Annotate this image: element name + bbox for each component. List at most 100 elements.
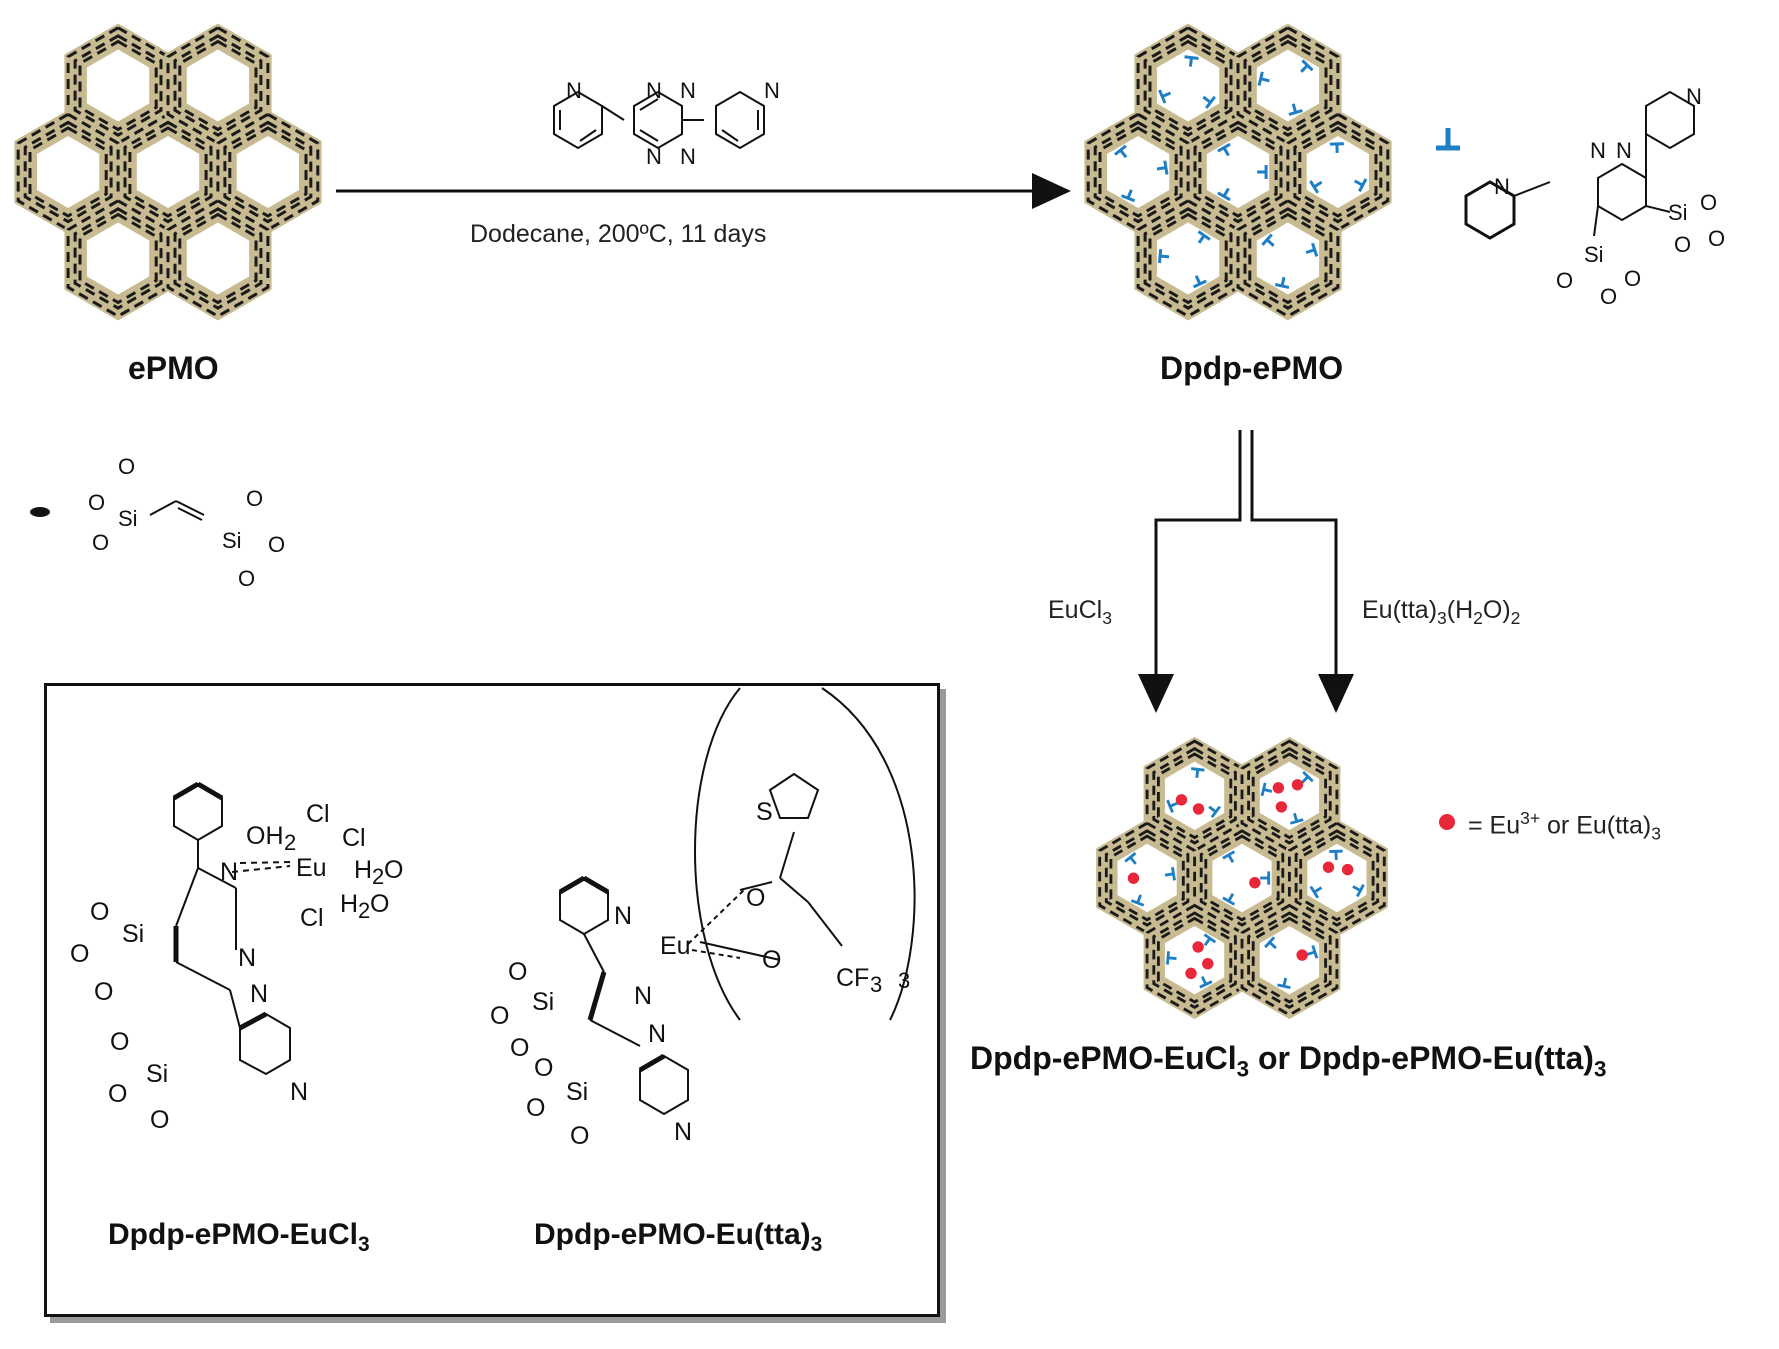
atom-n: N: [250, 980, 268, 1008]
tbar-linker-icon: [1288, 109, 1303, 116]
inset-eutta3-label: Dpdp-ePMO-Eu(tta)3: [534, 1218, 823, 1256]
tbar-linker-icon: [1197, 230, 1211, 241]
pore: [236, 136, 299, 208]
tbar-linker-icon: [1260, 782, 1267, 797]
tbar-linker-icon: [1277, 983, 1291, 990]
atom-o: O: [108, 1080, 127, 1108]
pore: [1307, 843, 1367, 913]
eu-dot-icon: [1192, 941, 1204, 953]
atom-h2o: O: [370, 890, 389, 918]
pore: [186, 222, 250, 295]
subscript: 2: [358, 898, 370, 923]
tbar-linker-icon: [1290, 818, 1304, 825]
atom-si: Si: [146, 1060, 168, 1088]
tbar-linker-icon: [1311, 242, 1319, 257]
atom-si: Si: [1584, 242, 1604, 267]
tbar-linker-icon: [1192, 279, 1207, 289]
branch-eutta3-label: Eu(tta)3(H2O)2: [1362, 596, 1521, 628]
atom-o: O: [90, 898, 109, 926]
tbar-linker-icon: [1217, 191, 1231, 202]
atom-n: N: [290, 1078, 308, 1106]
tbar-linker-icon: [1169, 801, 1179, 808]
atom-o: O: [1700, 190, 1717, 215]
eucl3-complex-molecule: N N N N Eu OH 2 Cl Cl Cl H 2 O H 2 O Si …: [70, 781, 403, 1134]
pore: [136, 136, 200, 208]
atom-o: O: [92, 530, 109, 555]
atom-o: O: [508, 958, 527, 986]
atom-o: O: [526, 1094, 545, 1122]
pore: [86, 222, 150, 295]
tbar-linker-icon: [1200, 975, 1208, 985]
atom-n: N: [680, 78, 696, 103]
tbar-linker-icon: [1280, 276, 1286, 287]
atom-o: O: [510, 1034, 529, 1062]
tbar-linker-icon: [1191, 767, 1205, 772]
tbar-linker-icon: [1282, 977, 1288, 987]
atom-h2o: O: [384, 856, 403, 884]
tbar-linker-icon: [1293, 812, 1299, 822]
tbar-linker-icon: [1124, 851, 1137, 863]
tbar-linker-icon: [1217, 142, 1231, 153]
atom-o: O: [762, 946, 781, 974]
tbar-linker-icon: [1158, 89, 1167, 104]
tbar-linker-icon: [1157, 248, 1163, 264]
tbar-linker-icon: [1268, 941, 1277, 950]
tbar-linker-icon: [1210, 805, 1222, 819]
subscript: 2: [284, 830, 296, 855]
epmo-label: ePMO: [128, 350, 219, 386]
eu-dot-icon: [1296, 949, 1308, 961]
tbar-linker-icon: [1222, 896, 1236, 906]
eu-dot-icon: [1291, 779, 1304, 791]
pore: [1256, 222, 1320, 295]
atom-cl: Cl: [342, 824, 366, 852]
eu-dot-icon: [1272, 782, 1285, 794]
tbar-linker-icon: [1199, 980, 1213, 989]
atom-s: S: [756, 798, 773, 826]
tbar-linker-icon: [1354, 179, 1364, 187]
tbar-linker-icon: [1205, 95, 1216, 109]
pore: [86, 49, 150, 122]
atom-n: N: [1616, 138, 1632, 163]
pore: [1206, 136, 1270, 208]
eutta3-complex-molecule: N Eu N N N S O O CF 3 3 Si O O O Si O O …: [490, 687, 916, 1150]
tetrazine-atom-labels: N N N N N N: [566, 78, 780, 169]
tbar-linker-icon: [1313, 180, 1323, 189]
atom-n: N: [238, 944, 256, 972]
atom-o: O: [490, 1002, 509, 1030]
tbar-linker-icon: [1163, 160, 1169, 175]
atom-si: Si: [1668, 200, 1688, 225]
atom-eu: Eu: [296, 854, 327, 882]
atom-oh2: OH: [246, 822, 284, 850]
tbar-linker-icon: [1311, 945, 1319, 959]
eu-dot-icon: [1341, 863, 1354, 876]
subscript: 3: [898, 968, 910, 993]
eu-dot-icon: [1275, 801, 1288, 813]
branch-eucl3-label: EuCl3: [1048, 596, 1112, 628]
atom-o: O: [746, 884, 765, 912]
atom-n: N: [1494, 174, 1510, 199]
atom-o: O: [534, 1054, 553, 1082]
tbar-linker-icon: [1188, 57, 1193, 67]
atom-n: N: [634, 982, 652, 1010]
tbar-linker-icon: [1120, 194, 1136, 203]
eu-dot-icon: [1127, 872, 1140, 884]
pore: [1212, 843, 1272, 913]
tbar-linker-icon: [1184, 55, 1199, 60]
eu-legend-label: = Eu3+ or Eu(tta)3: [1468, 808, 1661, 844]
tbar-linker-icon: [1309, 180, 1320, 194]
atom-n: N: [614, 902, 632, 930]
tbar-linker-icon: [1222, 850, 1236, 860]
pore: [37, 136, 100, 208]
dpdp-epmo-label: Dpdp-ePMO: [1160, 350, 1344, 386]
atom-si: Si: [118, 506, 138, 531]
tbar-linker-icon: [1166, 799, 1174, 813]
atom-si: Si: [532, 988, 554, 1016]
atom-n: N: [220, 858, 238, 886]
atom-cl: Cl: [300, 904, 324, 932]
tbar-linker-icon: [1203, 933, 1217, 944]
tbar-linker-icon: [1165, 951, 1170, 965]
reaction-condition: Dodecane, 200ºC, 11 days: [470, 220, 767, 248]
atom-n: N: [1686, 84, 1702, 109]
atom-h2o: H: [340, 890, 358, 918]
